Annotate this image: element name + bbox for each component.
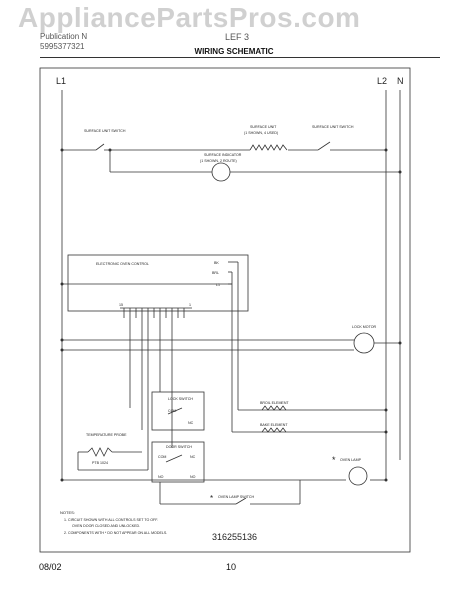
notes-heading: NOTES: [60,510,75,515]
bake-element [261,427,287,433]
oven-lamp [348,466,368,486]
part-number: 316255136 [212,532,257,542]
connector-pins [123,308,185,318]
publication-label: Publication N [40,32,88,41]
label-surface-unit-detail: (1 SHOWN, 4 USED) [244,131,278,135]
label-l1: L1 [56,76,66,86]
page-number: 10 [226,562,237,572]
label-l1-terminal: L1 [216,283,220,287]
label-door-no: NO [158,475,164,479]
lock-switch-contact [167,407,183,415]
publication-info: Publication N 5995377321 [40,32,87,52]
temperature-probe [87,447,113,457]
label-surface-indicator-detail: (1 SHOWN, 2 ROUTE) [200,159,237,163]
label-oven-lamp-asterisk: * [332,455,336,465]
label-broil-element: BROIL ELEMENT [260,401,289,405]
label-lock-com: COM [168,409,176,413]
surface-unit-switch-right [317,141,331,151]
label-oven-lamp-switch: OVEN LAMP SWITCH [218,495,254,499]
label-surface-unit-switch-left: SURFACE UNIT SWITCH [84,129,126,133]
publication-number: 5995377321 [40,42,85,51]
label-brl-terminal: BRL [212,271,219,275]
watermark-logo: AppliancePartsPros.com [18,2,361,33]
door-switch-box [151,441,205,483]
label-door-com: COM [158,455,166,459]
electronic-oven-control-box [67,254,249,312]
label-bk-terminal: BK [214,261,219,265]
note-1a: 1. CIRCUIT SHOWN WITH ALL CONTROLS SET T… [64,518,158,522]
label-lock-switch: LOCK SWITCH [168,397,193,401]
label-bake-element: BAKE ELEMENT [260,423,288,427]
label-electronic-oven-control: ELECTRONIC OVEN CONTROL [96,262,149,266]
lock-switch-box [151,391,205,431]
lock-motor [353,332,375,354]
model-number: LEF 3 [225,32,250,42]
label-door-no-2: NO [190,475,196,479]
note-1b: OVEN DOOR CLOSED AND UNLOCKED. [72,524,140,528]
footer-date: 08/02 [39,562,62,572]
label-lock-nc: NC [188,421,194,425]
label-surface-indicator: SURFACE INDICATOR [204,153,242,157]
oven-lamp-switch [235,497,247,505]
label-pin-15: 15 [119,303,123,307]
label-lock-motor: LOCK MOTOR [352,325,376,329]
label-surface-unit: SURFACE UNIT [250,125,277,129]
label-door-switch: DOOR SWITCH [166,445,192,449]
label-door-nc: NC [190,455,196,459]
label-probe-detail: PTB 1024 [92,461,108,465]
broil-element [261,405,287,411]
label-l2: L2 [377,76,387,86]
label-oven-lamp-switch-asterisk: * [210,494,213,503]
label-surface-unit-switch-right: SURFACE UNIT SWITCH [312,125,354,129]
surface-unit-switch-left [95,143,105,151]
label-temperature-probe: TEMPERATURE PROBE [86,433,127,437]
title-rule [40,57,440,58]
label-pin-1: 1 [189,303,191,307]
schematic-frame [39,67,411,553]
surface-indicator-lamp [211,162,231,182]
surface-unit-element [249,144,288,151]
page-title: WIRING SCHEMATIC [194,47,274,56]
note-2: 2. COMPONENTS WITH * DO NOT APPEAR ON AL… [64,531,167,535]
door-switch-contact [165,454,183,463]
label-oven-lamp: OVEN LAMP [340,458,362,462]
label-n: N [397,76,404,86]
